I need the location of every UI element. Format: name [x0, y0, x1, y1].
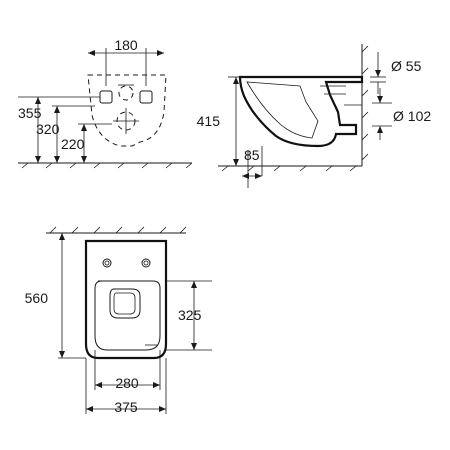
top-seat-outline	[94, 280, 161, 351]
rear-floor	[18, 162, 193, 169]
top-bowl-outline	[84, 239, 168, 360]
rear-inlet-circle	[118, 85, 134, 101]
top-length-label: 560	[25, 290, 49, 306]
top-fixing-bolt-left	[102, 258, 112, 268]
rear-height-label-355: 355	[18, 105, 42, 121]
rear-height-label-220: 220	[61, 136, 85, 152]
top-wall	[46, 226, 187, 234]
side-pipe-label-55: Ø 55	[391, 58, 422, 74]
rear-fixing-hole-right	[139, 90, 153, 104]
side-wall	[361, 44, 369, 166]
rear-height-label-320: 320	[36, 121, 60, 137]
side-bowl-profile	[238, 75, 364, 148]
top-fixing-bolt-right	[141, 258, 151, 268]
side-floor	[218, 165, 362, 172]
side-height-label: 415	[197, 113, 221, 129]
side-view: 415 85 Ø 55 Ø 102	[197, 44, 431, 188]
top-seat-width-label: 280	[115, 375, 139, 391]
top-inner-bowl	[109, 288, 141, 319]
rear-view: 180 355 320 220	[18, 37, 193, 169]
rear-fixing-hole-left	[99, 90, 113, 104]
top-seat-depth-label: 325	[178, 307, 202, 323]
rear-bowl-outline	[87, 74, 167, 147]
top-view: 560 325 280 375	[25, 226, 212, 415]
side-pipe-label-102: Ø 102	[393, 108, 431, 124]
rear-width-label: 180	[114, 37, 138, 53]
side-offset-label: 85	[244, 147, 260, 163]
top-overall-width-label: 375	[114, 399, 138, 415]
